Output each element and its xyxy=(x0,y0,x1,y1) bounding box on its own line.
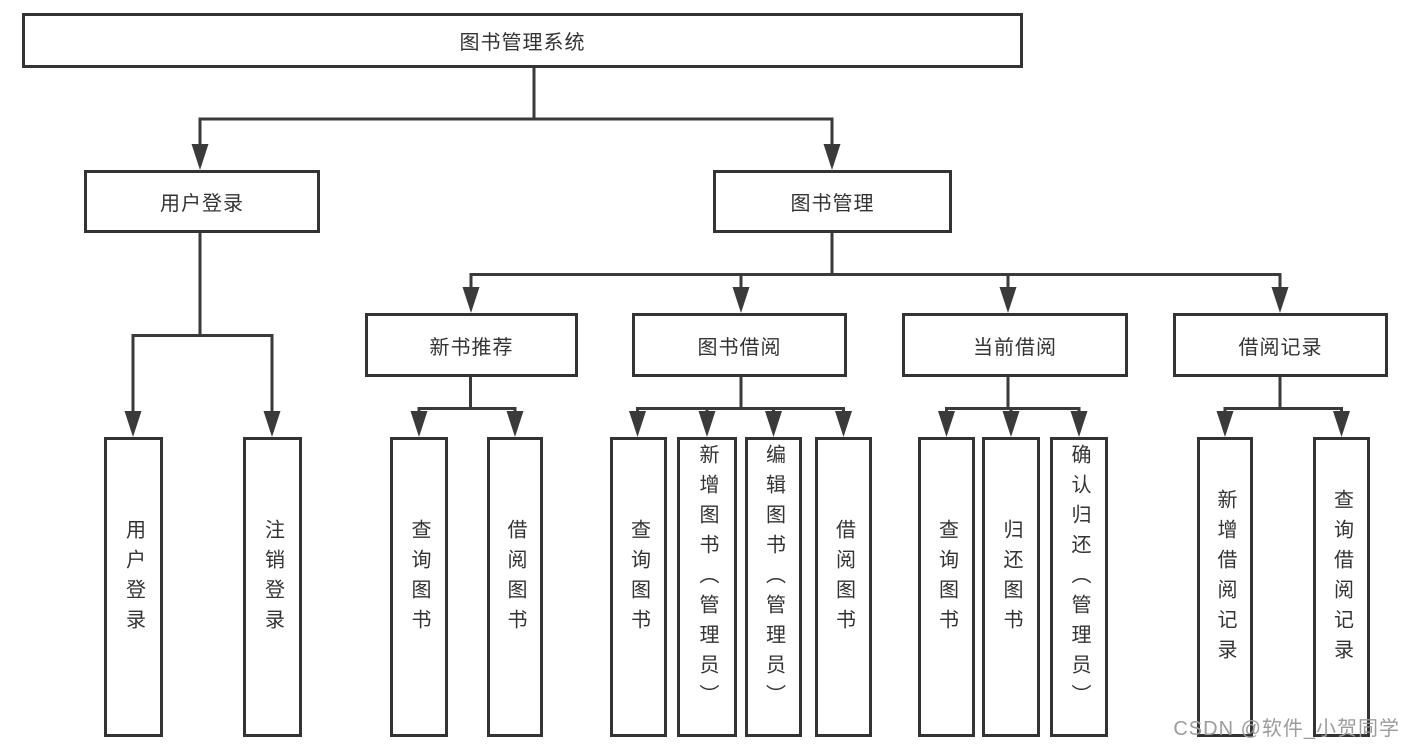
connector-borrow-records-children xyxy=(1216,377,1350,437)
node-current-borrow-label: 当前借阅 xyxy=(973,336,1057,359)
arrowhead xyxy=(1070,411,1088,437)
arrowhead xyxy=(1216,411,1234,437)
node-root-label: 图书管理系统 xyxy=(459,32,586,54)
arrowhead xyxy=(1271,287,1289,313)
arrowhead xyxy=(999,287,1017,313)
leaf-query-books-recommend: 查询图书 xyxy=(390,437,448,737)
arrowhead xyxy=(191,144,209,170)
node-book-borrow-label: 图书借阅 xyxy=(697,336,782,359)
arrowhead xyxy=(462,287,480,313)
node-borrow-records: 借阅记录 xyxy=(1173,313,1388,377)
leaf-borrow-books-recommend-label: 借阅图书 xyxy=(504,519,526,639)
node-book-borrow: 图书借阅 xyxy=(632,313,847,377)
connector-root-to-level2 xyxy=(191,68,841,170)
leaf-borrow-books: 借阅图书 xyxy=(815,437,872,737)
node-root: 图书管理系统 xyxy=(22,13,1023,68)
leaf-query-books-current: 查询图书 xyxy=(918,437,975,737)
leaf-user-login-label: 用户登录 xyxy=(122,519,145,639)
leaf-edit-book-admin: 编辑图书（管理员） xyxy=(745,437,802,737)
leaf-add-book-admin: 新增图书（管理员） xyxy=(677,437,737,737)
arrowhead xyxy=(506,411,524,437)
arrowhead xyxy=(835,411,852,437)
connector-user-login-children xyxy=(124,233,281,437)
arrowhead xyxy=(124,411,142,437)
leaf-confirm-return-admin-label: 确认归还（管理员） xyxy=(1068,444,1090,714)
leaf-borrow-books-recommend: 借阅图书 xyxy=(487,437,543,737)
leaf-add-borrow-record: 新增借阅记录 xyxy=(1197,437,1253,737)
leaf-return-book: 归还图书 xyxy=(982,437,1040,737)
arrowhead xyxy=(410,411,428,437)
arrowhead xyxy=(732,287,750,313)
arrowhead xyxy=(823,144,841,170)
arrowhead xyxy=(1002,411,1020,437)
arrowhead xyxy=(629,411,646,437)
arrowhead xyxy=(263,411,281,437)
node-book-management-label: 图书管理 xyxy=(790,193,875,215)
node-new-book-recommend: 新书推荐 xyxy=(365,313,578,377)
leaf-edit-book-admin-label: 编辑图书（管理员） xyxy=(762,444,785,714)
leaf-confirm-return-admin: 确认归还（管理员） xyxy=(1050,437,1108,737)
node-user-login-label: 用户登录 xyxy=(160,193,244,215)
leaf-logout: 注销登录 xyxy=(243,437,302,737)
csdn-watermark: CSDN @软件_小贺同学 xyxy=(1173,718,1400,740)
node-user-login: 用户登录 xyxy=(84,170,320,233)
leaf-return-book-label: 归还图书 xyxy=(1000,519,1022,639)
leaf-borrow-books-label: 借阅图书 xyxy=(832,519,855,639)
node-new-book-recommend-label: 新书推荐 xyxy=(429,336,514,359)
arrowhead xyxy=(938,411,955,437)
connector-book-mgmt-children xyxy=(462,233,1289,313)
leaf-query-books-borrow: 查询图书 xyxy=(610,437,667,737)
leaf-query-borrow-record-label: 查询借阅记录 xyxy=(1330,489,1353,669)
leaf-user-login: 用户登录 xyxy=(104,437,163,737)
node-book-management: 图书管理 xyxy=(713,170,952,233)
leaf-query-books-current-label: 查询图书 xyxy=(935,519,958,639)
leaf-add-book-admin-label: 新增图书（管理员） xyxy=(696,444,718,714)
node-borrow-records-label: 借阅记录 xyxy=(1238,336,1323,359)
arrowhead xyxy=(698,411,716,437)
connector-current-borrow-children xyxy=(938,377,1088,437)
arrowhead xyxy=(765,411,782,437)
leaf-query-books-borrow-label: 查询图书 xyxy=(627,519,650,639)
arrowhead xyxy=(1333,411,1350,437)
leaf-logout-label: 注销登录 xyxy=(261,519,284,639)
leaf-add-borrow-record-label: 新增借阅记录 xyxy=(1214,489,1236,669)
node-current-borrow: 当前借阅 xyxy=(902,313,1128,377)
connector-book-borrow-children xyxy=(629,377,852,437)
connector-new-book-children xyxy=(410,377,524,437)
leaf-query-borrow-record: 查询借阅记录 xyxy=(1313,437,1370,737)
leaf-query-books-recommend-label: 查询图书 xyxy=(408,519,430,639)
